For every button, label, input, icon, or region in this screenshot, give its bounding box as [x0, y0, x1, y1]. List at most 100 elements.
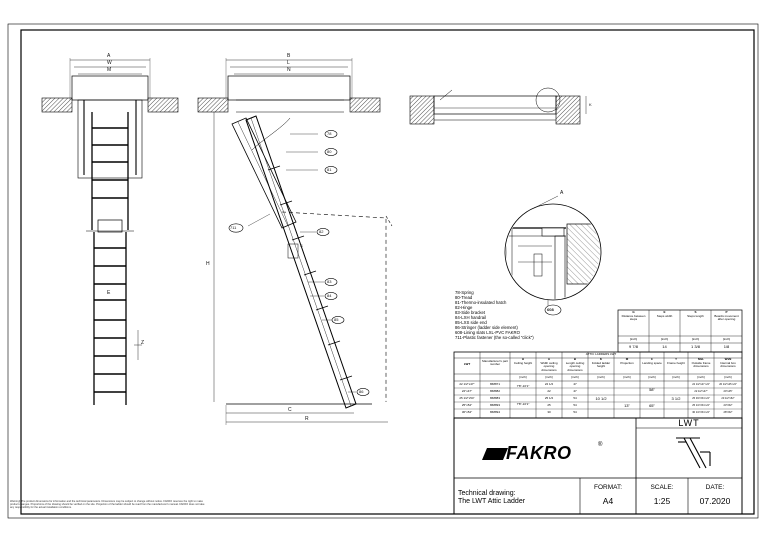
col-header-partno: Manufacturer's part number — [482, 360, 508, 367]
legend-line: 78-Spring — [455, 290, 474, 295]
title-block-grid — [453, 417, 743, 515]
mxl-cell: 30 1/4"x54 1/4" — [692, 411, 710, 414]
steps-header-e: E — [663, 311, 666, 314]
scale-label: SCALE: — [650, 484, 674, 491]
dim-label-h: H — [206, 261, 210, 267]
table-row-size: 30"x54" — [461, 411, 473, 414]
bubble-80: 80 — [327, 149, 332, 154]
unit-cell: [inch] — [623, 376, 631, 379]
wxn-cell: 28"x52" — [723, 411, 733, 414]
col-header-k: K — [599, 358, 603, 361]
bubble-86: 86 — [359, 389, 364, 394]
bubble-711: 711 — [230, 225, 237, 230]
bubble-78: 78 — [327, 131, 332, 136]
sheet-border-inner — [20, 29, 755, 515]
date-label: DATE: — [705, 484, 725, 491]
dim-label-e: E — [107, 290, 111, 296]
steps-value: 14 — [662, 345, 667, 349]
dim-label-l: L — [287, 60, 290, 66]
steps-unit: [inch] — [660, 338, 669, 341]
bubble-82: 82 — [319, 229, 324, 234]
brand-logo-text: FAKRO — [506, 443, 572, 463]
legend-line: 85-LXS side end — [455, 320, 487, 325]
spec-table-caption: ATTIC LADDERS LWT — [585, 353, 617, 356]
detail-view — [504, 195, 602, 306]
table-row-size: 22 1/2"x47" — [459, 383, 475, 386]
steps-value: 9 7/8 — [629, 345, 638, 349]
col-desc-c: Landing space — [642, 362, 662, 365]
col-desc-k: Folded ladder height — [591, 362, 611, 369]
legend-line: 84-LXH handrail — [455, 315, 487, 320]
steps-desc-s: Steps length — [687, 315, 704, 318]
table-row-partno: 868882 — [489, 390, 500, 393]
ladder-symbol — [676, 437, 711, 469]
table-row-size: 22"x47" — [461, 390, 473, 393]
dim-label-a: A — [107, 53, 111, 59]
bubble-608: 608 — [547, 307, 554, 312]
dim-label-r: R — [305, 416, 309, 422]
date-value: 07.2020 — [699, 496, 731, 506]
format-label: FORMAT: — [593, 484, 623, 491]
legend-line: 711-Plastic fastener (the so-called "cli… — [455, 335, 534, 340]
legend-line: 81-Thermo-insulated hatch — [455, 300, 507, 305]
col-desc-m: Projection — [620, 362, 634, 365]
sheet-border-outer — [7, 23, 759, 519]
brand-registered-mark: ® — [598, 442, 603, 448]
steps-value: 1 3/8 — [691, 345, 700, 349]
unit-cell: [inch] — [648, 376, 656, 379]
model-label: LWT — [678, 418, 700, 428]
table-row-a: 30 — [547, 411, 551, 414]
bubble-85: 85 — [334, 317, 339, 322]
detail-label-a: A — [560, 190, 564, 196]
col-desc-a: Width ceiling opening dimensions — [540, 362, 558, 372]
legend-line: 80-Tread — [455, 295, 473, 300]
unit-cell: [inch] — [597, 376, 605, 379]
col-desc-t: Frame height — [667, 362, 685, 365]
merged-t: 3 1/2 — [671, 397, 681, 401]
side-view — [197, 58, 393, 425]
title-line-1: Technical drawing: — [458, 490, 516, 497]
steps-header-s: S — [694, 311, 697, 314]
dim-label-c: C — [288, 407, 292, 413]
col-header-wxn: WxN — [724, 358, 732, 361]
merged-k: 10 1/2 — [595, 397, 607, 401]
steps-unit: [inch] — [629, 338, 638, 341]
format-value: A4 — [602, 496, 614, 506]
dim-label-s: S — [300, 243, 303, 248]
callout-bubbles — [228, 130, 562, 396]
dim-label-n: N — [287, 67, 291, 73]
fakro-logo-mark — [482, 448, 508, 460]
col-desc-mxl: Outside frame dimensions — [691, 362, 711, 369]
steps-header-p: P — [725, 311, 728, 314]
table-row-partno: 868894 — [489, 411, 500, 414]
bubble-81-a: 81 — [327, 167, 332, 172]
legend-line: 608-Lining slats LXL-PVC FAKRO — [455, 330, 520, 335]
wxn-cell: 23 1/2"x52" — [721, 397, 735, 400]
dim-label-m: M — [107, 67, 112, 73]
steps-desc-e: Steps width — [656, 315, 673, 318]
mxl-cell: 22 1/2"x47 1/4" — [692, 383, 710, 386]
legend-line: 82-Hinge — [455, 305, 473, 310]
wxn-cell: 20"x45" — [723, 390, 733, 393]
table-row-b: 47 — [573, 390, 577, 393]
table-row-a: 25 1/2 — [544, 397, 554, 400]
dim-label-w: W — [107, 60, 112, 66]
col-header-c: C — [650, 358, 654, 361]
table-row-b: 47 — [573, 383, 577, 386]
col-header-h: H — [521, 358, 525, 361]
unit-cell: [inch] — [672, 376, 680, 379]
table-row-b: 54 — [573, 397, 577, 400]
table-row-a: 25 — [547, 404, 551, 407]
table-row-partno: 868883 — [489, 397, 500, 400]
col-desc-b: Length ceiling opening dimensions — [565, 362, 585, 372]
col-desc-h: Ceiling height — [513, 362, 533, 365]
unit-cell: [inch] — [519, 376, 527, 379]
merged-c1: 58" — [649, 388, 655, 392]
scale-value: 1:25 — [653, 496, 671, 506]
unit-cell: [inch] — [571, 376, 579, 379]
table-row-h: 7'8"-10'1" — [516, 385, 530, 388]
title-line-2: The LWT Attic Ladder — [458, 498, 526, 505]
dim-label-k: K — [589, 102, 592, 107]
disclaimer-text: Warning! The product dimensions for info… — [10, 500, 205, 509]
col-header-mxl: MxL — [698, 358, 704, 361]
